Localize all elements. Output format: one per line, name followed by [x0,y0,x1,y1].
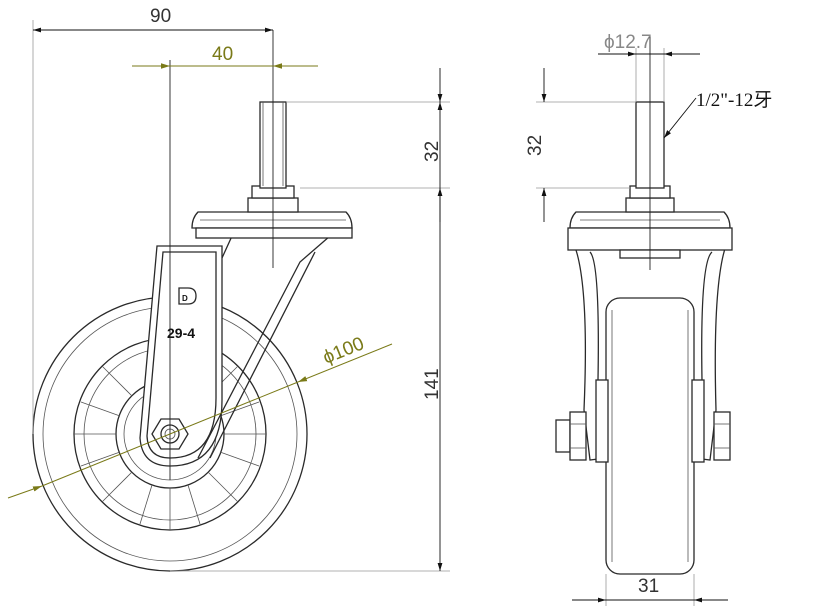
dim-offset-label: 40 [212,44,233,65]
part-marking: 29-4 [167,325,195,341]
dim-wheel-width-label: 31 [638,576,659,597]
dim-wheel-width: 31 [572,574,728,606]
front-axle [555,411,731,461]
thread-callout: 1/2"-12牙 [663,90,772,139]
dim-stem-length-front-label: 32 [525,135,546,156]
side-fork: D 29-4 [139,235,332,467]
dim-overall-height-label: 141 [422,368,443,400]
logo-letter: D [182,294,188,303]
front-view: ϕ12.7 32 1/2"-12牙 31 [525,32,772,606]
dim-offset: 40 [132,44,318,69]
front-wheel [605,297,695,575]
dim-stem-diameter-label: ϕ12.7 [604,32,652,53]
dim-stem-diameter: ϕ12.7 [598,32,700,102]
dim-stem-length-side: 32 [286,68,450,222]
side-top-plate [191,185,353,239]
thread-spec-label: 1/2"-12牙 [696,90,772,111]
dim-overall-width: 90 [32,6,273,434]
side-view: D 29-4 90 [7,6,450,572]
dim-overall-width-label: 90 [150,6,171,27]
logo-mark [178,287,197,305]
dim-stem-length-front: 32 [525,68,636,222]
front-fork [569,235,731,463]
dim-overall-height: 141 [170,102,450,572]
